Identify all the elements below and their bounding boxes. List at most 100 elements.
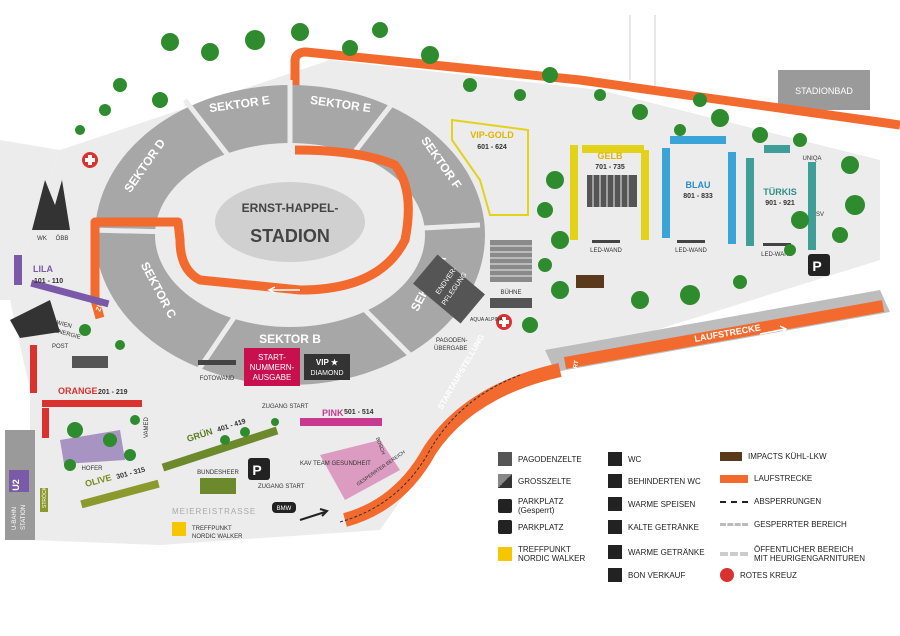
ubahn-line1: U-BAHN [12, 507, 18, 530]
legend-item: WARME GETRÄNKE [608, 545, 705, 559]
laufstrecke-route-stadium [90, 145, 413, 320]
zone-pink [300, 418, 382, 426]
vamed-label: VAMED [144, 416, 150, 438]
vip-gold-area [451, 118, 529, 216]
parkplatz-p2 [808, 254, 830, 276]
lkw-icon [576, 275, 604, 288]
vip-diamond-line2: DIAMOND [310, 370, 343, 377]
sector-b: SEKTOR B [259, 332, 321, 346]
aqua-label: AQUA ALPINA [470, 317, 503, 323]
vip-diamond-line1: VIP ★ [316, 358, 339, 367]
treffpunkt-line2: NORDIC WALKER [192, 534, 243, 540]
legend-label: PARKPLATZ(Gesperrt) [518, 497, 564, 515]
legend-item: KALTE GETRÄNKE [608, 520, 699, 534]
uniqa-label: UNIQA [802, 156, 821, 162]
legend-label: PAGODENZELTE [518, 454, 582, 464]
zone-orange [30, 345, 142, 438]
legend-item: BEHINDERTEN WC [608, 474, 701, 488]
legend-label: BEHINDERTEN WC [628, 476, 701, 486]
led-wand-blau-label: LED-WAND [675, 248, 707, 254]
stadionbad-label: STADIONBAD [795, 86, 853, 96]
legend-item: WC [608, 452, 641, 466]
warme-getraenke-icon [608, 545, 622, 559]
gelb-name: GELB [597, 151, 623, 161]
led-wand-gelb-label: LED-WAND [590, 248, 622, 254]
legend-label: PARKPLATZ [518, 522, 564, 532]
lila-name: LILA [33, 264, 53, 274]
rotes-kreuz-marker-west [82, 152, 98, 168]
led-wand-gelb [592, 240, 620, 243]
stadium-field [215, 182, 365, 262]
orange-range: 201 - 219 [98, 389, 128, 396]
pagoden-uebergabe-line2: ÜBERGABE [434, 345, 467, 352]
legend-label: LAUFSTRECKE [754, 474, 813, 483]
lila-range: 101 - 110 [34, 278, 63, 285]
treffpunkt-icon [498, 547, 512, 561]
legend-label: WC [628, 454, 642, 464]
pink-name: PINK [322, 408, 344, 418]
legend-item: IMPACTS KÜHL-LKW [720, 452, 827, 461]
legend-item: LAUFSTRECKE [720, 474, 812, 483]
zone-gruen [161, 426, 279, 472]
zone-gelb [570, 145, 649, 240]
post-label: POST [52, 344, 69, 350]
legend-item: BON VERKAUF [608, 568, 685, 582]
startnummern-line2: NUMMERN- [250, 363, 295, 372]
tuerkis-range: 901 - 921 [765, 200, 795, 207]
legend-sublabel: NORDIC WALKER [518, 554, 586, 563]
pagodenzelte-icon [498, 452, 512, 466]
lkw-icon [720, 452, 742, 461]
fotowand-label: FOTOWAND [200, 376, 235, 382]
wc-icon [608, 452, 622, 466]
pink-range: 501 - 514 [344, 409, 374, 416]
zone-tuerkis [746, 145, 816, 250]
legend-label: GESPERRTER BEREICH [754, 520, 847, 529]
gelb-range: 701 - 735 [595, 164, 625, 171]
pink-kav-area [320, 440, 400, 500]
oeffentlicher-bereich-icon [720, 552, 748, 556]
tuerkis-name: TÜRKIS [763, 187, 797, 197]
trees [64, 22, 865, 471]
zugang-start-bottom: ZUGANG START [258, 484, 305, 490]
parkplatz-p1-letter: P [252, 462, 261, 478]
legend-label: ROTES KREUZ [740, 570, 797, 580]
start-label: START [571, 360, 580, 381]
grosszelte-icon [498, 474, 512, 488]
legend-item: GROSSZELTE [498, 474, 571, 488]
wien-energie-line1: WIEN [55, 320, 72, 330]
gesperrter-bereich-icon [720, 523, 748, 526]
parkplatz-p2-letter: P [812, 258, 821, 274]
bmw-label: BMW [277, 506, 292, 512]
bosch-label: BOSCH [374, 437, 386, 456]
map-legend: PAGODENZELTE GROSSZELTE PARKPLATZ(Gesperrt… [498, 452, 898, 632]
legend-item: ROTES KREUZ [720, 568, 797, 582]
legend-item: ABSPERRUNGEN [720, 497, 821, 506]
hofer-label: HOFER [82, 466, 104, 472]
parkplatz-icon [498, 520, 512, 534]
parkplatz-gesperrt-icon [498, 499, 512, 513]
legend-item: PAGODENZELTE [498, 452, 582, 466]
wk-oebb-tents [32, 180, 70, 230]
treffpunkt-line1: TREFFPUNKT [192, 526, 232, 532]
west-pagoden-row [72, 356, 108, 368]
legend-item: WARME SPEISEN [608, 497, 695, 511]
rotes-kreuz-icon [720, 568, 734, 582]
bundesheer-label: BUNDESHEER [197, 470, 239, 476]
laufstrecke-icon [720, 474, 748, 483]
legend-label: WARME GETRÄNKE [628, 547, 705, 557]
vip-gold-name: VIP-GOLD [470, 130, 514, 140]
stadium-name-line2: STADION [250, 226, 330, 246]
led-wand-tuerkis [763, 243, 791, 246]
kav-label: KAV TEAM GESUNDHEIT [300, 461, 371, 467]
stroeck-label: STRÖCK [41, 487, 48, 509]
bmw-box [272, 502, 296, 513]
zugang-start-top: ZUGANG START [262, 404, 309, 410]
u2-badge [9, 470, 29, 492]
legend-label: BON VERKAUF [628, 570, 686, 580]
absperrungen-icon [720, 500, 748, 503]
legend-item: PARKPLATZ [498, 520, 564, 534]
legend-label: KALTE GETRÄNKE [628, 522, 699, 532]
